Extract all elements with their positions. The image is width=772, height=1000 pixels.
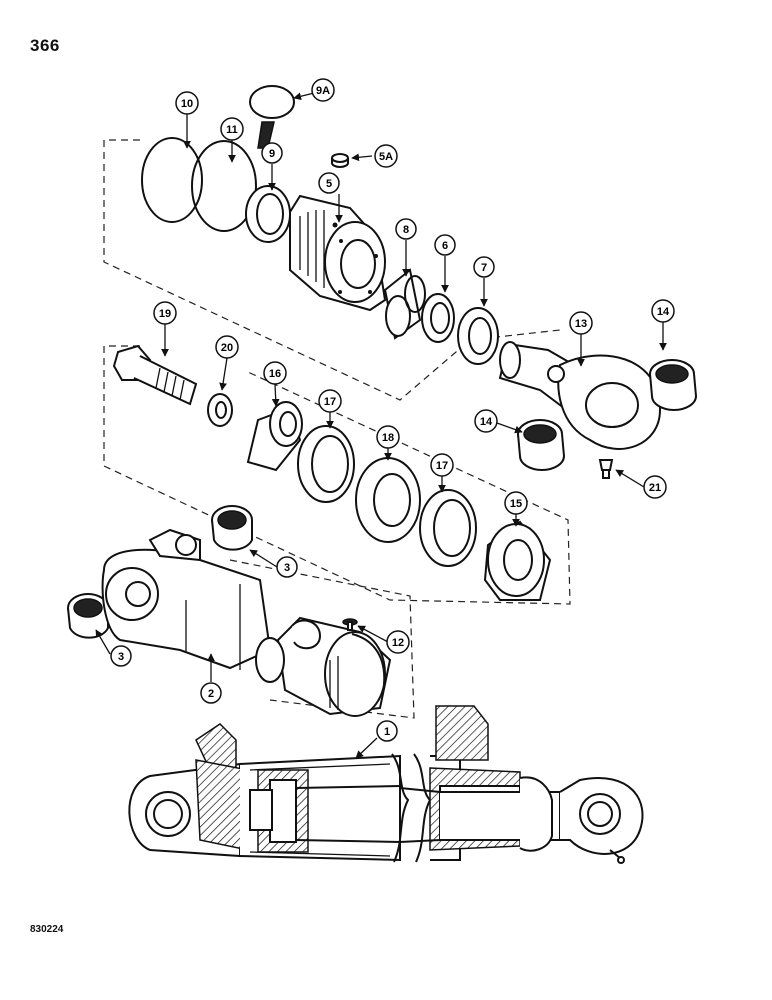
callout-5a: 5A [374, 144, 398, 168]
callout-label: 11 [226, 124, 238, 136]
callout-label: 3 [118, 651, 124, 663]
callout-8: 8 [395, 218, 417, 240]
spacer-part-16 [246, 401, 303, 472]
rod-eye-part-13 [498, 341, 662, 450]
callout-9: 9 [261, 142, 283, 164]
callout-label: 12 [392, 637, 404, 649]
callout-12: 12 [386, 630, 410, 654]
bushing-part-8 [383, 268, 426, 340]
callout-label: 14 [657, 306, 670, 318]
callout-label: 6 [442, 240, 448, 252]
callout-label: 9A [316, 85, 330, 97]
bushing-part-14-upper [649, 359, 698, 411]
screw-part-12 [342, 618, 358, 631]
callout-14b: 14 [474, 409, 498, 433]
piston-group-outline [103, 345, 571, 605]
callout-17b: 17 [430, 453, 454, 477]
washer-part-20 [207, 393, 233, 427]
callout-label: 10 [181, 98, 193, 110]
callout-14a: 14 [651, 299, 675, 323]
backup-ring-part-11 [191, 140, 257, 232]
callout-label: 17 [436, 460, 448, 472]
callout-label: 9 [269, 148, 275, 160]
grease-fitting-part-21 [598, 459, 614, 479]
piston-seal-part-17-b [419, 489, 477, 567]
bolt-part-19 [112, 344, 198, 406]
barrel-tube-section [255, 616, 392, 717]
callout-3a: 3 [276, 556, 298, 578]
callout-label: 3 [284, 562, 290, 574]
callout-7: 7 [473, 256, 495, 278]
callout-19: 19 [153, 301, 177, 325]
callout-17a: 17 [318, 389, 342, 413]
callout-2: 2 [200, 682, 222, 704]
callout-label: 5A [379, 151, 393, 163]
callout-label: 16 [269, 368, 281, 380]
bushing-part-3-upper [211, 505, 253, 551]
plug-part-5a [331, 153, 349, 168]
assembled-cylinder-section-part-1 [128, 705, 644, 864]
wear-ring-part-9a [249, 85, 295, 149]
callout-1: 1 [376, 720, 398, 742]
callout-label: 19 [159, 308, 171, 320]
callout-3b: 3 [110, 645, 132, 667]
callout-label: 14 [480, 416, 493, 428]
ring-part-6 [421, 293, 455, 343]
bushing-part-14-lower [517, 419, 566, 471]
callout-label: 2 [208, 688, 214, 700]
callout-20: 20 [215, 335, 239, 359]
leader-lines [95, 91, 667, 759]
callout-21: 21 [643, 475, 667, 499]
seal-part-7 [457, 307, 499, 365]
callout-label: 20 [221, 342, 233, 354]
cylinder-head-part-5 [289, 194, 387, 312]
callout-label: 17 [324, 396, 336, 408]
callout-18: 18 [376, 425, 400, 449]
callout-label: 1 [384, 726, 390, 738]
callout-5: 5 [318, 172, 340, 194]
callout-13: 13 [569, 311, 593, 335]
callout-11: 11 [220, 117, 244, 141]
piston-seal-part-17-a [297, 425, 355, 503]
rod-seal-part-9 [245, 185, 291, 243]
o-ring-part-10 [141, 137, 203, 223]
cylinder-barrel-part-2 [101, 528, 272, 670]
callout-16: 16 [263, 361, 287, 385]
callout-label: 8 [403, 224, 409, 236]
page-number: 366 [30, 36, 60, 55]
callout-label: 7 [481, 262, 487, 274]
callout-6: 6 [434, 234, 456, 256]
piston-part-18 [355, 457, 421, 543]
callout-label: 15 [510, 498, 522, 510]
footer-code: 830224 [30, 924, 64, 935]
callout-label: 18 [382, 432, 394, 444]
callout-label: 13 [575, 318, 587, 330]
callout-label: 21 [649, 482, 661, 494]
callout-labels: 101199A5A5867131414192016171817152133122… [110, 78, 675, 742]
callout-15: 15 [504, 491, 528, 515]
callout-label: 5 [326, 178, 332, 190]
callout-10: 10 [175, 91, 199, 115]
callout-9a: 9A [311, 78, 335, 102]
bushing-part-3-lower [67, 593, 109, 639]
piston-nut-part-15 [483, 520, 552, 601]
